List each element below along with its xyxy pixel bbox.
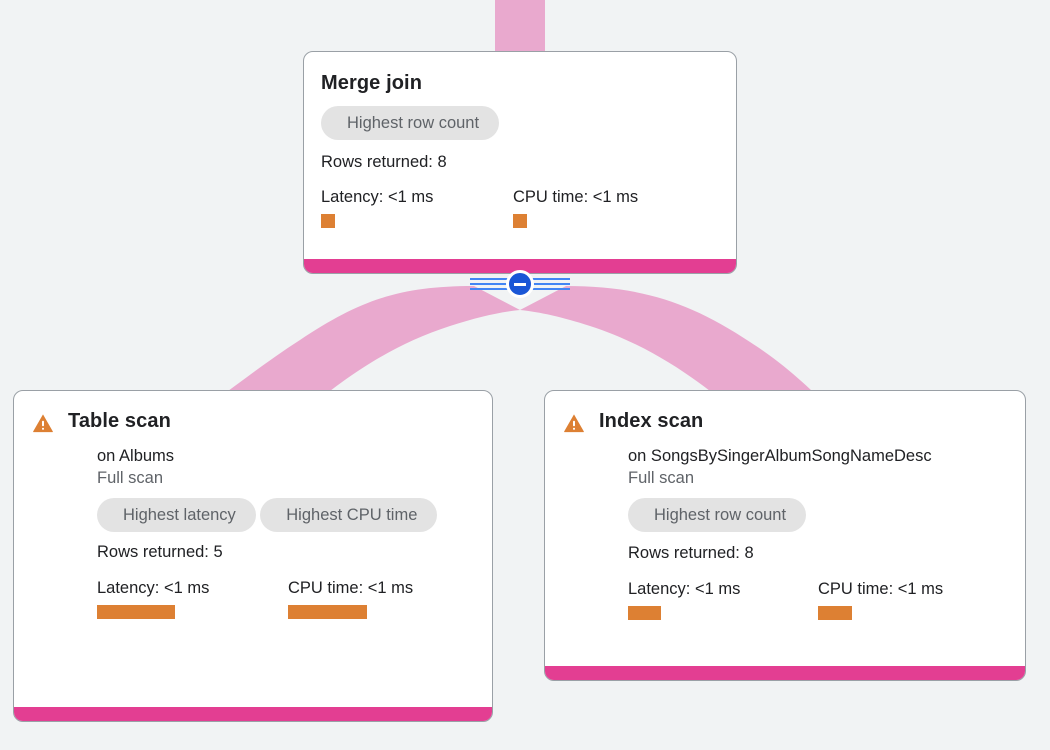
metric-latency: Latency: <1 ms [97, 578, 288, 619]
node-scan-type: Full scan [628, 469, 695, 487]
metric-latency-bar [97, 605, 175, 619]
badge-highest-row-count[interactable]: Highest row count [321, 106, 500, 140]
node-title-row: Index scan [563, 409, 1025, 434]
minus-circle-icon[interactable] [506, 270, 534, 298]
metric-cpu-time: CPU time: <1 ms [513, 187, 638, 228]
metric-cpu-time: CPU time: <1 ms [818, 579, 943, 620]
rows-returned: Rows returned: 8 [628, 544, 754, 562]
edge-incoming-stub [495, 0, 545, 52]
warning-triangle-icon [564, 414, 584, 433]
metric-latency-label: Latency: <1 ms [628, 580, 741, 598]
collapse-toggle[interactable] [470, 270, 570, 298]
warning-triangle-icon [33, 414, 53, 433]
node-title: Merge join [321, 72, 423, 94]
metric-cpu-time-bar [288, 605, 367, 619]
metric-latency-label: Latency: <1 ms [321, 188, 434, 206]
metrics-row: Latency: <1 ms CPU time: <1 ms [628, 579, 1025, 620]
metric-latency-label: Latency: <1 ms [97, 579, 210, 597]
node-title: Table scan [68, 410, 171, 432]
edge-merge-join-to-index-scan [520, 286, 812, 391]
node-table-scan[interactable]: Table scan on Albums Full scan Highest l… [13, 390, 493, 722]
node-accent-bar [304, 259, 736, 273]
metric-latency: Latency: <1 ms [321, 187, 513, 228]
node-subtitle: on SongsBySingerAlbumSongNameDesc [628, 447, 932, 465]
metrics-row: Latency: <1 ms CPU time: <1 ms [321, 187, 736, 228]
node-index-scan[interactable]: Index scan on SongsBySingerAlbumSongName… [544, 390, 1026, 681]
metric-latency-bar [321, 214, 335, 228]
rows-returned: Rows returned: 5 [97, 543, 223, 561]
node-subtitle: on Albums [97, 447, 175, 465]
node-accent-bar [14, 707, 492, 721]
node-scan-type: Full scan [97, 469, 164, 487]
node-title-row: Merge join [321, 71, 736, 95]
node-merge-join[interactable]: Merge join Highest row count Rows return… [303, 51, 737, 274]
metric-cpu-time: CPU time: <1 ms [288, 578, 413, 619]
metric-cpu-time-label: CPU time: <1 ms [288, 579, 414, 597]
metric-cpu-time-label: CPU time: <1 ms [513, 188, 639, 206]
metric-cpu-time-bar [513, 214, 527, 228]
node-title-row: Table scan [32, 409, 492, 434]
node-accent-bar [545, 666, 1025, 680]
minus-glyph [514, 283, 526, 286]
edge-merge-join-to-table-scan [228, 286, 520, 391]
node-title: Index scan [599, 410, 704, 432]
rows-returned: Rows returned: 8 [321, 153, 447, 171]
badge-highest-cpu-time[interactable]: Highest CPU time [260, 498, 438, 532]
badge-highest-latency[interactable]: Highest latency [97, 498, 256, 532]
badge-highest-row-count[interactable]: Highest row count [628, 498, 807, 532]
metric-cpu-time-label: CPU time: <1 ms [818, 580, 944, 598]
metric-latency-bar [628, 606, 661, 620]
metric-cpu-time-bar [818, 606, 852, 620]
metric-latency: Latency: <1 ms [628, 579, 818, 620]
metrics-row: Latency: <1 ms CPU time: <1 ms [97, 578, 492, 619]
